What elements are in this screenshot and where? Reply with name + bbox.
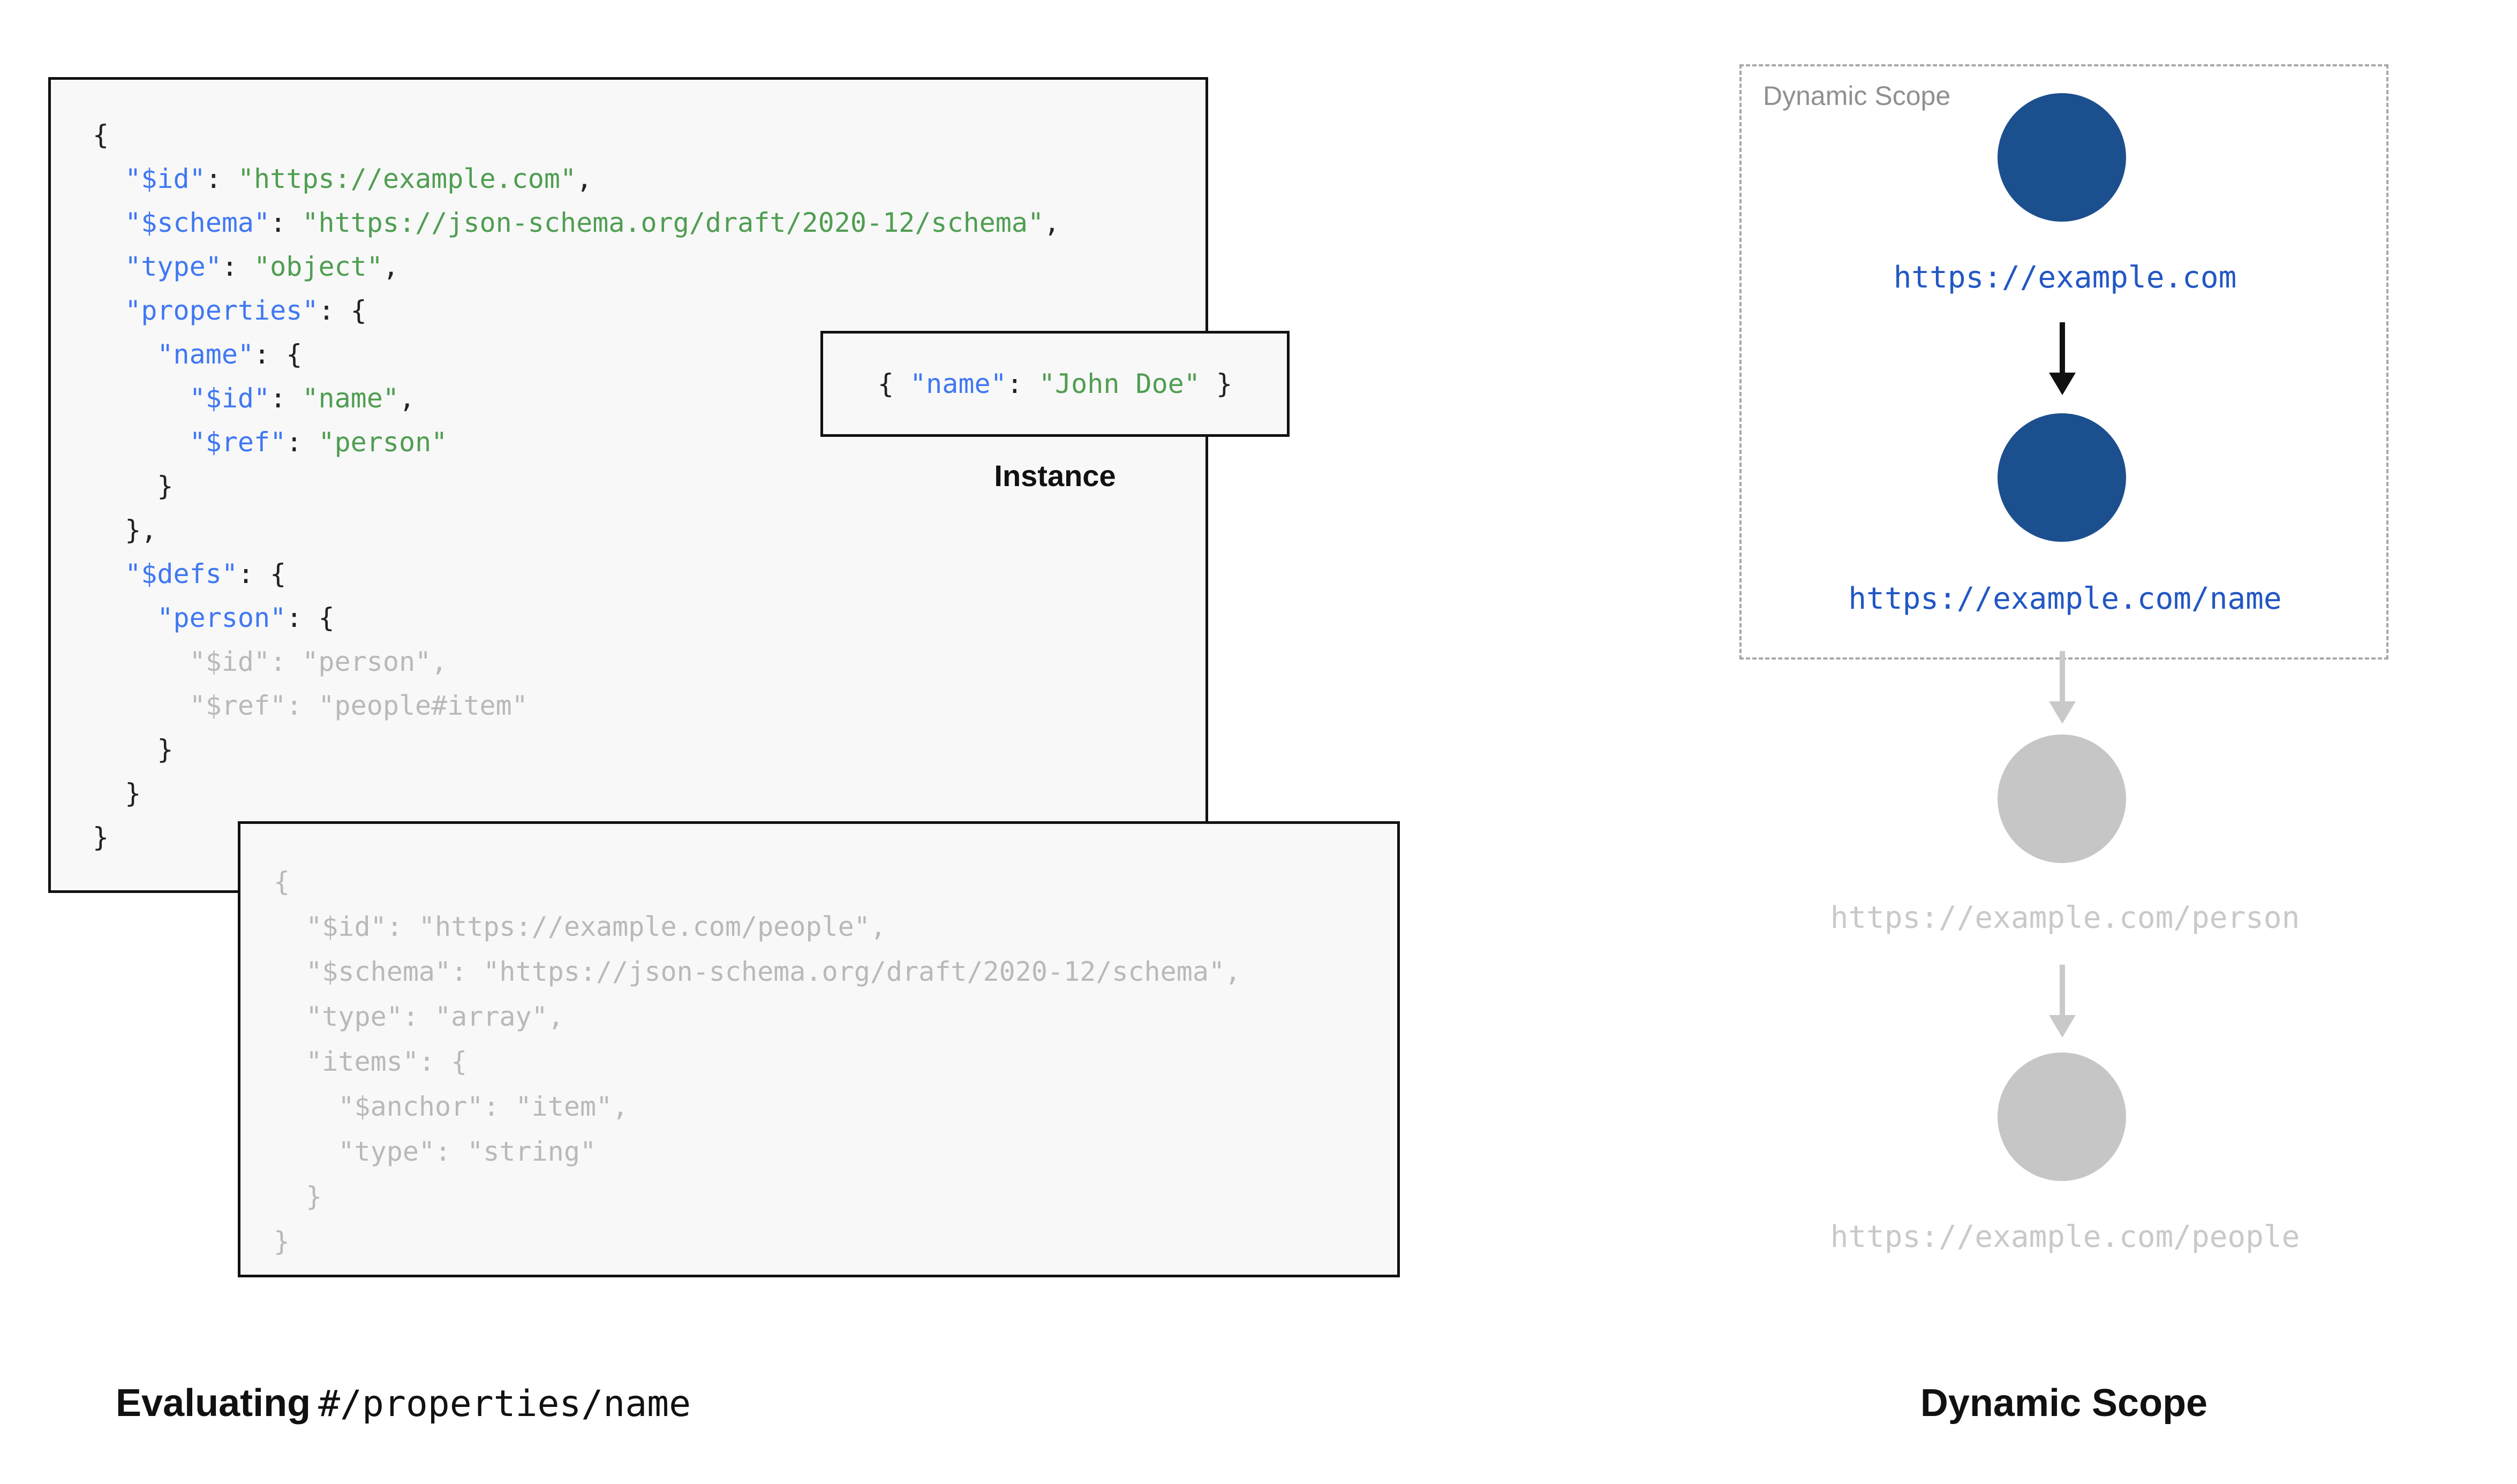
scope-node-url-person: https://example.com/person	[1830, 900, 2300, 935]
evaluating-json-pointer: #/properties/name	[318, 1383, 691, 1425]
instance-label: Instance	[994, 459, 1116, 493]
down-arrow-icon	[2049, 651, 2076, 724]
people-schema-code: { "$id": "https://example.com/people", "…	[274, 866, 1241, 1257]
scope-node-url-example: https://example.com	[1893, 260, 2237, 295]
people-schema-box: { "$id": "https://example.com/people", "…	[238, 821, 1400, 1277]
down-arrow-icon	[2049, 322, 2076, 395]
instance-box: { "name": "John Doe" }	[820, 331, 1290, 437]
main-schema-box: { "$id": "https://example.com", "$schema…	[48, 77, 1208, 893]
instance-code: { "name": "John Doe" }	[877, 368, 1233, 399]
scope-node-url-people: https://example.com/people	[1830, 1220, 2300, 1254]
scope-node-circle-people	[1998, 1053, 2126, 1181]
dynamic-scope-panel-label: Dynamic Scope	[1763, 81, 1951, 111]
scope-node-url-name: https://example.com/name	[1848, 581, 2282, 616]
scope-node-circle-person	[1998, 735, 2126, 863]
down-arrow-icon	[2049, 965, 2076, 1038]
evaluating-label: Evaluating	[116, 1382, 311, 1425]
scope-node-circle-name	[1998, 413, 2126, 542]
evaluating-caption: Evaluating#/properties/name	[116, 1381, 691, 1425]
main-schema-code: { "$id": "https://example.com", "$schema…	[93, 119, 1060, 853]
scope-node-circle-example	[1998, 93, 2126, 222]
dynamic-scope-caption: Dynamic Scope	[1920, 1382, 2208, 1425]
